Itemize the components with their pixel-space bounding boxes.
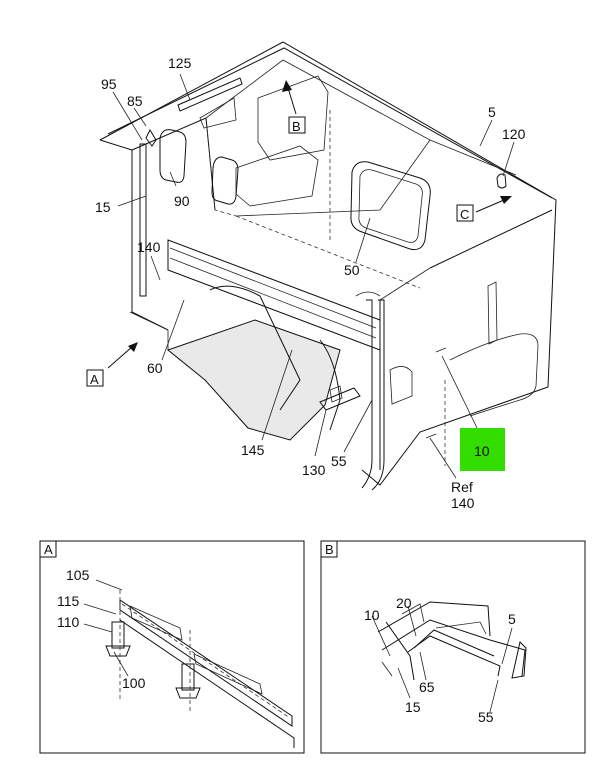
callout-95: 95 <box>101 76 117 92</box>
callout-b-15: 15 <box>405 699 421 715</box>
detail-b-title: B <box>325 542 334 557</box>
callout-b-65: 65 <box>419 679 435 695</box>
callout-60: 60 <box>147 360 163 376</box>
svg-text:B: B <box>292 119 301 134</box>
detail-b-panel: B 10 20 5 65 15 55 <box>320 540 586 754</box>
callout-105: 105 <box>66 567 90 583</box>
callout-100: 100 <box>122 675 146 691</box>
view-marker-a: A <box>86 342 138 387</box>
callout-125: 125 <box>168 55 192 71</box>
cab-interior-drawing <box>99 41 557 491</box>
callout-110: 110 <box>57 614 80 630</box>
callout-55: 55 <box>331 453 347 469</box>
callout-130: 130 <box>302 462 326 478</box>
callout-b-20: 20 <box>396 595 412 611</box>
callout-b-5: 5 <box>508 611 516 627</box>
svg-text:10: 10 <box>474 443 490 459</box>
callout-b-55: 55 <box>478 709 494 725</box>
callout-145: 145 <box>241 442 265 458</box>
callout-5: 5 <box>488 104 496 120</box>
view-marker-c: C <box>456 196 512 222</box>
callout-140: 140 <box>137 239 161 255</box>
callout-15: 15 <box>95 199 111 215</box>
view-marker-b: B <box>282 80 306 134</box>
callout-85: 85 <box>127 93 143 109</box>
svg-text:C: C <box>460 207 469 222</box>
leader-lines <box>112 73 515 479</box>
callout-120: 120 <box>502 126 526 142</box>
callout-115: 115 <box>57 593 80 609</box>
callout-140-ref: 140 <box>451 495 475 511</box>
detail-a-panel: A 105 115 110 100 <box>39 540 305 754</box>
highlighted-callout-10[interactable]: 10 <box>460 428 505 471</box>
svg-text:A: A <box>90 372 99 387</box>
callout-b-10: 10 <box>364 607 380 623</box>
callout-ref: Ref <box>451 479 473 495</box>
main-callouts: 125 95 85 5 120 15 90 140 50 60 145 130 … <box>95 55 526 511</box>
detail-a-title: A <box>44 542 53 557</box>
callout-50: 50 <box>344 262 360 278</box>
callout-90: 90 <box>174 193 190 209</box>
